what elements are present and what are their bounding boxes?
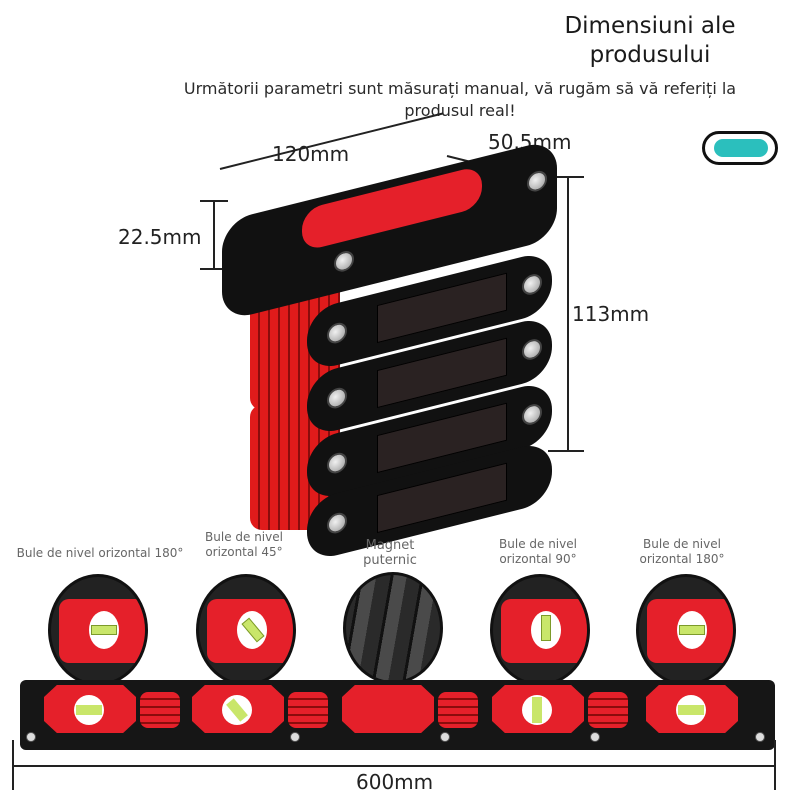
- measurement-note: Următorii parametri sunt măsurați manual…: [183, 79, 737, 120]
- screw-icon: [327, 450, 347, 476]
- page-title: Dimensiuni ale produsului: [564, 13, 736, 68]
- red-pad-5: [646, 685, 738, 733]
- segment-height-label: 22.5mm: [118, 225, 202, 249]
- hinge-1: [140, 692, 180, 728]
- screw-icon: [290, 732, 300, 742]
- vial-window: [74, 695, 104, 725]
- length-label: 120mm: [272, 142, 350, 166]
- screw-icon: [755, 732, 765, 742]
- vial-window: [676, 695, 706, 725]
- red-pad-4: [492, 685, 584, 733]
- vial-window: [531, 611, 561, 649]
- unfolded-length-line: [12, 765, 776, 767]
- bubble-vial-icon: [532, 697, 542, 723]
- vial-window: [89, 611, 119, 649]
- screw-icon: [522, 271, 542, 297]
- hinge-2: [288, 692, 328, 728]
- unfolded-length-label: 600mm: [356, 770, 434, 794]
- hinge-4: [588, 692, 628, 728]
- detail-circle-vial-90: [490, 574, 590, 686]
- screw-icon: [334, 248, 354, 274]
- segment-height-tick-top: [200, 200, 228, 202]
- screw-icon: [26, 732, 36, 742]
- top-red-pad: [302, 164, 482, 252]
- red-pad-3: [342, 685, 434, 733]
- toggle-switch[interactable]: [702, 131, 778, 165]
- detail-circle-vial-180-b: [636, 574, 736, 686]
- bubble-vial-icon: [241, 617, 265, 643]
- detail-circle-vial-180: [48, 574, 148, 686]
- detail-circle-magnet: [343, 572, 443, 684]
- screw-icon: [327, 510, 347, 536]
- unfolded-length-tick-right: [774, 740, 776, 790]
- vial-window: [222, 695, 252, 725]
- folded-level-image: [222, 138, 562, 563]
- detail-circle-vial-45: [196, 574, 296, 686]
- red-pad: [647, 599, 733, 663]
- segment-height-line: [213, 200, 215, 270]
- folded-height-label: 113mm: [572, 302, 650, 326]
- bubble-vial-icon: [91, 625, 117, 635]
- screw-icon: [440, 732, 450, 742]
- screw-icon: [527, 168, 547, 194]
- feature-label-3: Magnet puternic: [363, 538, 417, 568]
- vial-window: [237, 611, 267, 649]
- segment-height-tick-bottom: [200, 268, 228, 270]
- red-pad-1: [44, 685, 136, 733]
- red-pad: [501, 599, 587, 663]
- red-pad: [59, 599, 145, 663]
- screw-icon: [522, 336, 542, 362]
- folded-height-line: [567, 176, 569, 451]
- unfolded-length-tick-left: [12, 740, 14, 790]
- folded-height-tick-top: [548, 176, 584, 178]
- feature-label-1: Bule de nivel orizontal 180°: [16, 546, 184, 560]
- red-pad-2: [192, 685, 284, 733]
- screw-icon: [327, 385, 347, 411]
- folded-height-tick-bottom: [548, 450, 584, 452]
- feature-label-2: Bule de nivel orizontal 45°: [205, 530, 283, 559]
- hinge-3: [438, 692, 478, 728]
- vial-window: [522, 695, 552, 725]
- bubble-vial-icon: [76, 705, 102, 715]
- vial-window: [677, 611, 707, 649]
- bubble-vial-icon: [541, 615, 551, 641]
- feature-label-5: Bule de nivel orizontal 180°: [639, 537, 725, 566]
- red-pad: [207, 599, 293, 663]
- unfolded-level-image: [20, 680, 775, 750]
- bubble-vial-icon: [679, 625, 705, 635]
- bubble-vial-icon: [678, 705, 704, 715]
- screw-icon: [590, 732, 600, 742]
- bubble-vial-icon: [226, 698, 248, 722]
- screw-icon: [522, 401, 542, 427]
- feature-label-4: Bule de nivel orizontal 90°: [499, 537, 577, 566]
- toggle-knob: [714, 139, 768, 157]
- screw-icon: [327, 320, 347, 346]
